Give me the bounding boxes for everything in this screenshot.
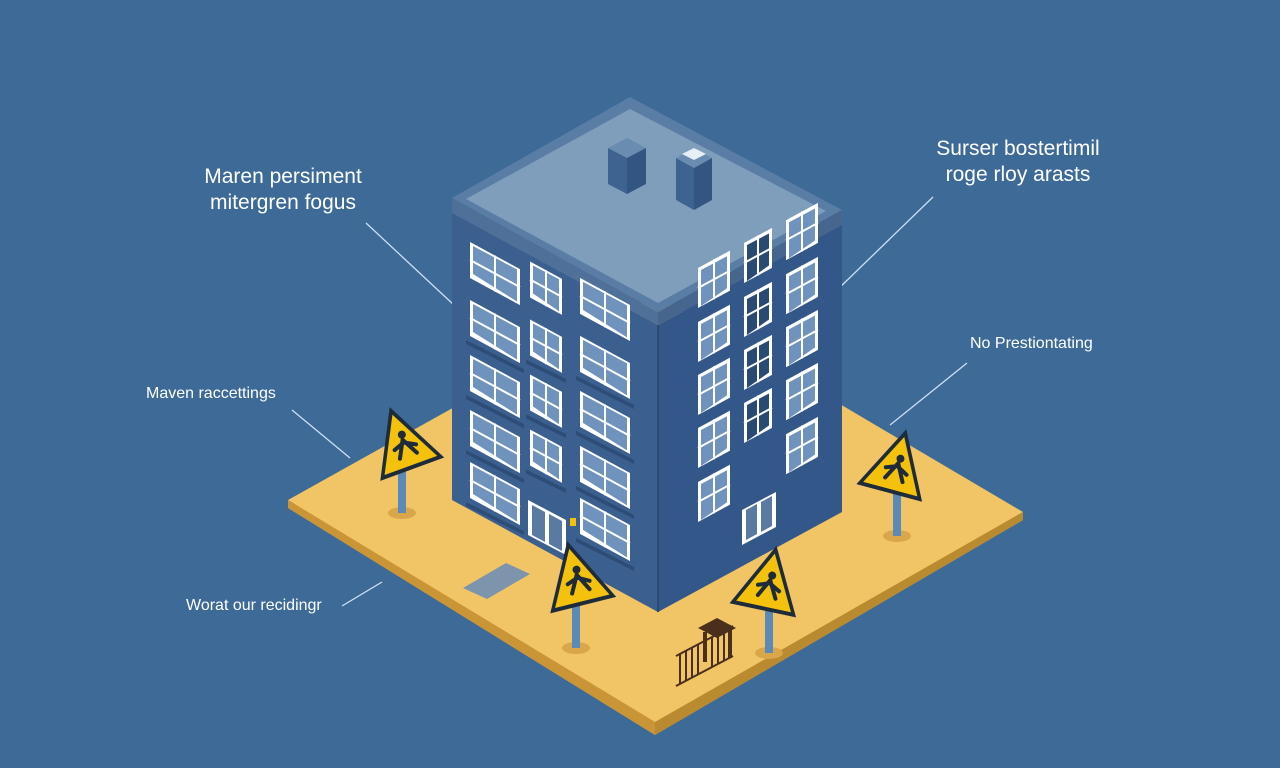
window (466, 355, 524, 429)
window (576, 335, 634, 409)
callout-bottom-left: Worat our recidingr (186, 597, 322, 614)
window (697, 410, 731, 468)
leader-line-mid-left (291, 409, 351, 459)
window (743, 227, 773, 284)
callout-top-left-line1: Maren persiment (204, 165, 362, 188)
window (576, 497, 634, 571)
leader-line-top-left (365, 222, 456, 307)
warning-sign-icon (380, 407, 445, 519)
callout-top-right-line2: roge rloy arasts (945, 163, 1091, 187)
gate-icon (675, 618, 736, 687)
window (579, 277, 631, 341)
warning-sign-icon (729, 545, 797, 659)
warning-sign-icon (550, 541, 617, 654)
roof-vent-left (608, 138, 646, 194)
entrance-mat (463, 563, 530, 599)
window (785, 362, 819, 421)
apartment-building-icon (452, 97, 842, 612)
window (469, 242, 521, 306)
window (743, 281, 773, 338)
callout-top-right-line1: Surser bostertimil (936, 137, 1100, 160)
side-windows (697, 202, 819, 522)
window (697, 304, 731, 362)
callout-top-left: Maren persiment mitergren fogus (190, 164, 376, 217)
warning-sign-icon (856, 429, 923, 542)
window (529, 261, 563, 315)
window (743, 334, 773, 391)
window (785, 309, 819, 368)
window (576, 390, 634, 464)
window (466, 462, 524, 536)
window (466, 300, 524, 374)
window (526, 319, 566, 383)
window (697, 464, 731, 522)
callout-top-left-line2: mitergren fogus (210, 191, 356, 215)
callout-top-right: Surser bostertimil roge rloy arasts (918, 136, 1118, 189)
side-door (742, 492, 776, 545)
window (526, 429, 566, 493)
leader-line-mid-right (889, 362, 968, 426)
callout-mid-left: Maven raccettings (146, 385, 276, 402)
window (697, 250, 731, 308)
window (466, 410, 524, 484)
leader-line-bottom-left (341, 581, 383, 607)
window (785, 256, 819, 315)
warning-signs (380, 407, 923, 659)
front-door (528, 500, 576, 555)
window (576, 445, 634, 519)
leader-lines (291, 196, 968, 607)
callout-mid-right: No Prestiontating (970, 335, 1093, 352)
roof-vent-right (676, 148, 712, 210)
window (526, 374, 566, 438)
leader-line-top-right (834, 196, 934, 293)
window (697, 357, 731, 415)
front-windows (466, 242, 634, 571)
window (785, 416, 819, 475)
window (743, 387, 773, 444)
window (785, 202, 819, 261)
